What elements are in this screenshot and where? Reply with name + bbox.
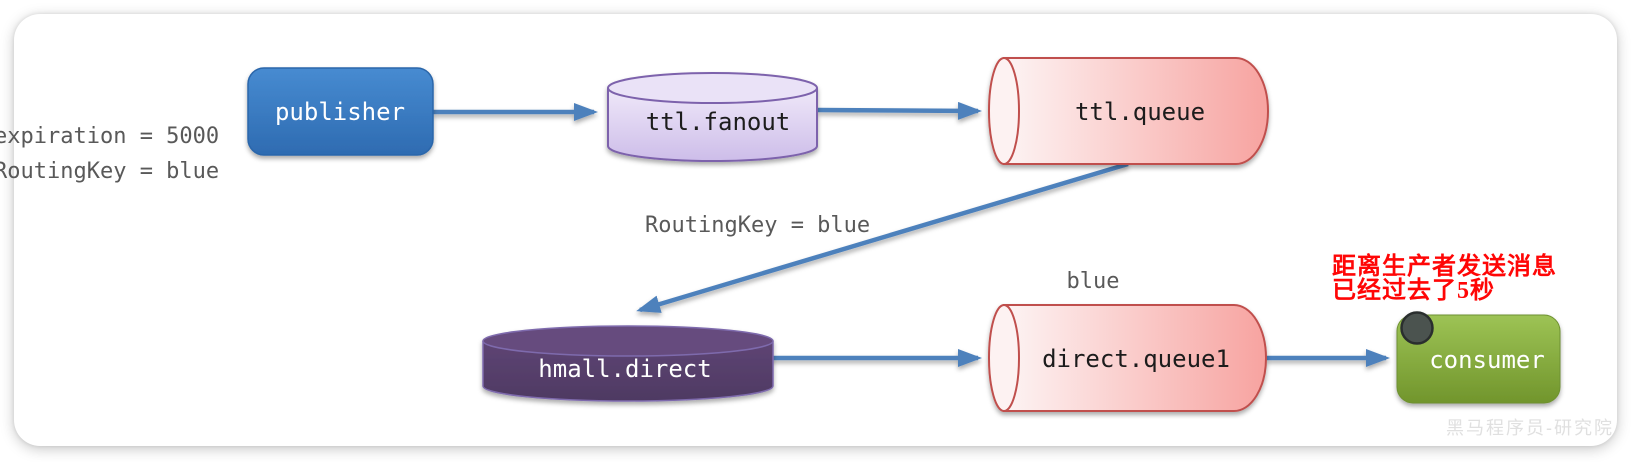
node-direct-queue1: direct.queue1 [988,304,1267,412]
fanout-cylinder-body [607,88,818,162]
directqueue1-cylinder-cap [988,304,1020,412]
arrow-fanout-to-ttlqueue [817,101,982,120]
node-ttl-fanout: ttl.fanout [607,72,818,162]
hmalldirect-cylinder-body [482,341,774,402]
arrows-layer [433,101,1390,367]
consumer-dot-icon [1400,311,1434,345]
annotation-binding-blue: blue [1067,269,1120,294]
direct-queue1-label: direct.queue1 [1042,345,1230,373]
node-consumer: consumer [1396,311,1561,404]
directqueue1-cylinder-body [1003,304,1267,412]
arrow-ttlqueue-to-hmalldirect [636,161,1129,313]
node-hmall-direct: hmall.direct [482,325,774,402]
publisher-box [247,67,434,156]
annotation-expiration: expiration = 5000 [0,124,219,149]
red-note-line2: 已经过去了5秒 [1332,276,1495,304]
annotation-routingkey-arrow: RoutingKey = blue [645,213,870,238]
annotation-routingkey-left: RoutingKey = blue [0,159,219,184]
consumer-box [1396,314,1561,404]
ttlqueue-cylinder-cap [988,57,1020,165]
ttl-queue-label: ttl.queue [1075,98,1205,126]
fanout-cylinder-top [607,72,818,104]
publisher-label: publisher [275,98,405,126]
hmall-direct-label: hmall.direct [538,355,711,383]
node-ttl-queue: ttl.queue [988,57,1269,165]
hmalldirect-cylinder-top [482,325,774,357]
node-publisher: publisher [247,67,434,156]
ttlqueue-cylinder-body [1003,57,1269,165]
ttl-fanout-label: ttl.fanout [646,108,791,136]
watermark: 黑马程序员-研究院 [1446,418,1614,438]
consumer-label: consumer [1429,346,1545,374]
red-note-line1: 距离生产者发送消息 [1332,252,1557,280]
